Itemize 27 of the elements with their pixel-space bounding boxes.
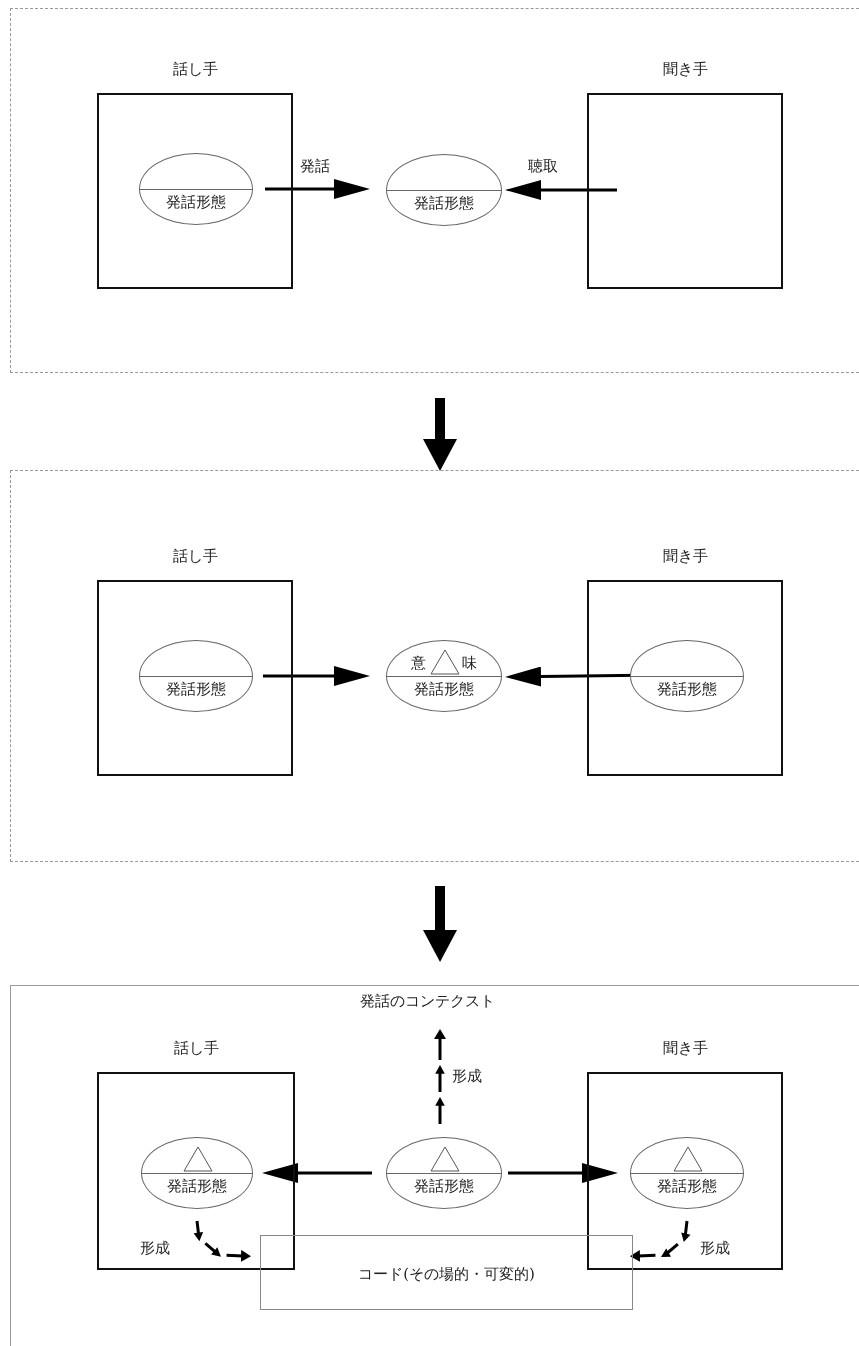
- edge-label: 聴取: [528, 158, 558, 176]
- person-label: 聞き手: [662, 1040, 708, 1058]
- person-label: 聞き手: [662, 61, 708, 79]
- code-label: コード(その場的・可変的): [358, 1266, 535, 1284]
- panel-frame: [10, 470, 859, 862]
- person-label: 話し手: [173, 1040, 219, 1058]
- person-label: 話し手: [172, 548, 218, 566]
- form-label: 発話形態: [166, 194, 226, 212]
- edge-label: 形成: [140, 1240, 170, 1258]
- panel-frame: [10, 985, 859, 1346]
- form-label: 発話形態: [657, 1178, 717, 1196]
- context-label: 発話のコンテクスト: [360, 993, 520, 1015]
- person-label: 聞き手: [662, 548, 708, 566]
- meaning-label: 意: [411, 655, 426, 673]
- form-label: 発話形態: [414, 681, 474, 699]
- form-label: 発話形態: [167, 1178, 227, 1196]
- edge-label: 形成: [700, 1240, 730, 1258]
- panel-frame: [10, 8, 859, 373]
- form-label: 発話形態: [414, 195, 474, 213]
- form-label: 発話形態: [414, 1178, 474, 1196]
- edge-label: 発話: [300, 158, 330, 176]
- form-label: 発話形態: [166, 681, 226, 699]
- person-label: 話し手: [172, 61, 218, 79]
- edge-label: 形成: [452, 1068, 482, 1086]
- meaning-label: 味: [462, 655, 477, 673]
- form-label: 発話形態: [657, 681, 717, 699]
- code-box: [260, 1235, 633, 1310]
